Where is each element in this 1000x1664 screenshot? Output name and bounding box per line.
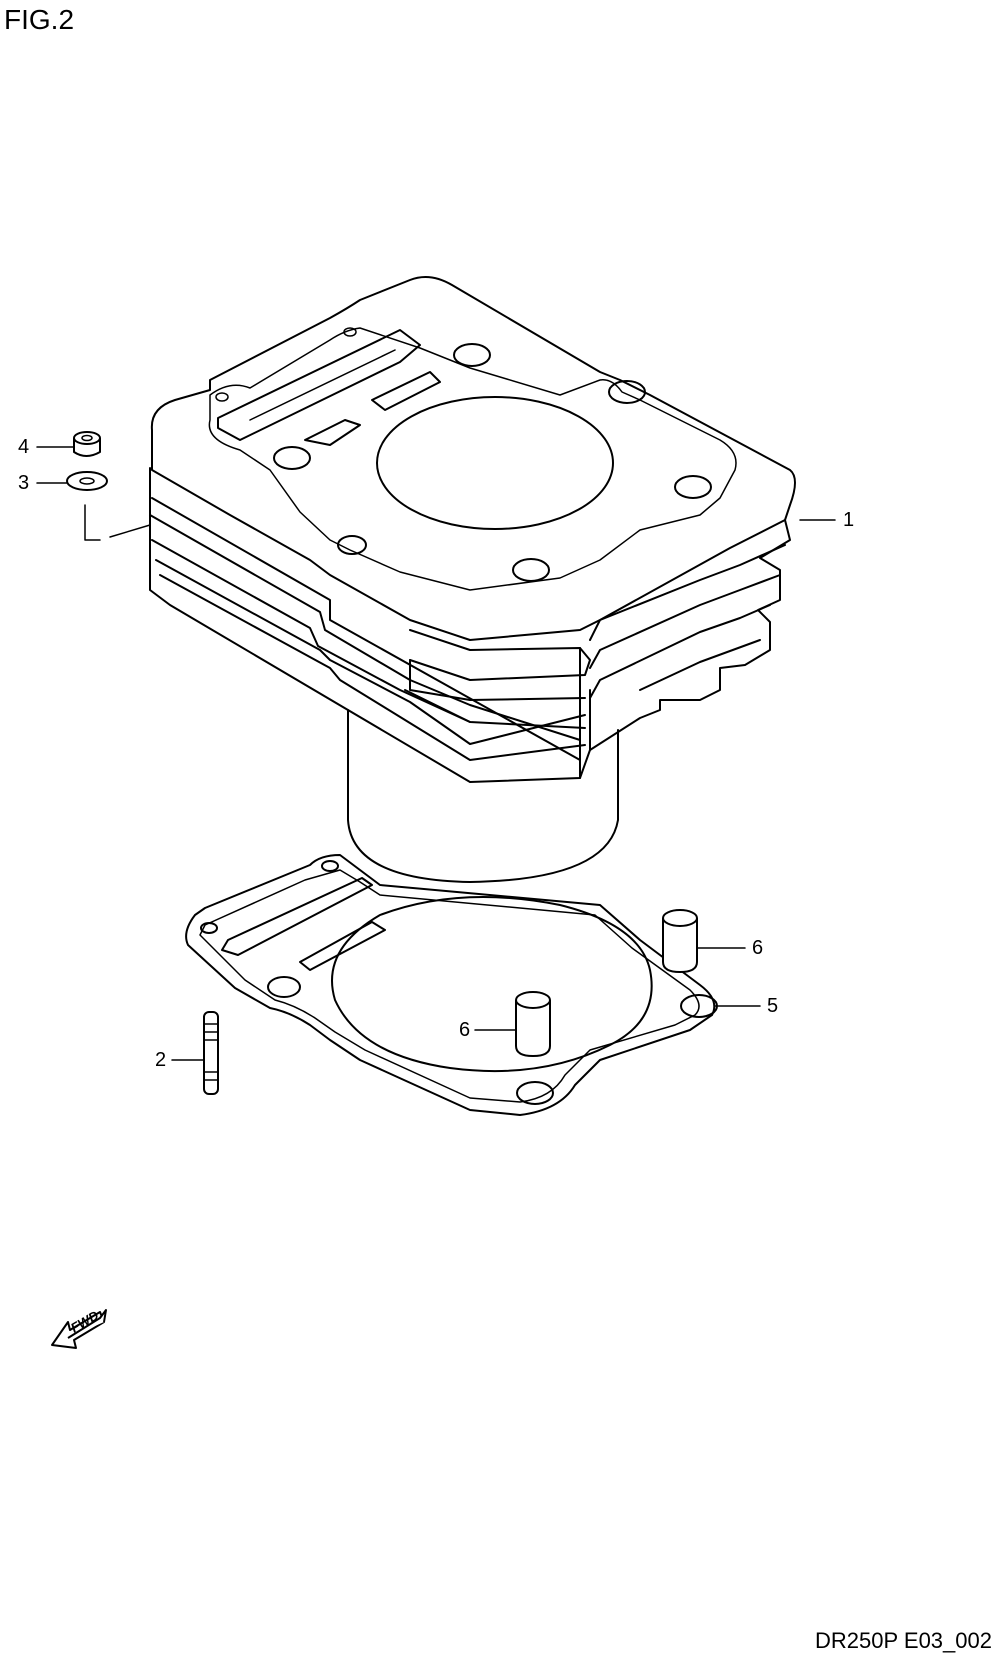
assembly-axis-line-2 xyxy=(109,524,151,538)
callout-3: 3 xyxy=(18,472,30,494)
base-gasket-part[interactable] xyxy=(185,854,718,1116)
washer-part[interactable] xyxy=(66,471,108,491)
fwd-arrow-icon xyxy=(51,1309,107,1349)
callout-4: 4 xyxy=(18,436,30,458)
dowel-pin-lower[interactable] xyxy=(515,991,551,1057)
figure-title: FIG.2 xyxy=(4,4,75,35)
drawing-code: DR250P E03_002 xyxy=(815,1628,992,1653)
leader-lines xyxy=(36,446,836,1061)
callout-5: 5 xyxy=(767,995,779,1017)
callout-6-lower: 6 xyxy=(459,1019,471,1041)
dowel-pin-upper[interactable] xyxy=(662,909,698,973)
assembly-axis-line xyxy=(84,504,101,541)
cylinder-part[interactable] xyxy=(149,275,796,883)
callout-6-upper: 6 xyxy=(752,937,764,959)
callout-2: 2 xyxy=(155,1049,167,1071)
callout-1: 1 xyxy=(843,509,855,531)
stud-bolt-part[interactable] xyxy=(203,1011,219,1095)
nut-part[interactable] xyxy=(73,431,101,457)
